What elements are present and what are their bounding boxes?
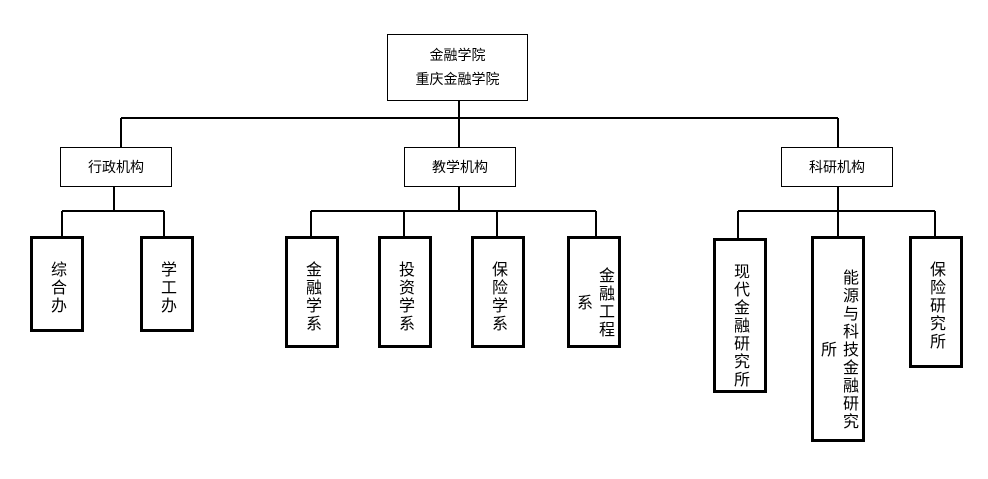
- admin-branch-node: 行政机构: [60, 147, 172, 187]
- research-unit-node: 能源与科技金融研究所: [811, 236, 865, 442]
- admin-unit-node: 综合办: [30, 236, 84, 332]
- root-line-2: 重庆金融学院: [415, 71, 500, 88]
- unit-label: 金融学系: [303, 261, 322, 333]
- teaching-unit-node: 金融工程系: [567, 236, 621, 348]
- unit-label: 保险学系: [489, 261, 508, 333]
- research-unit-node: 现代金融研究所: [713, 238, 767, 393]
- unit-label: 综合办: [48, 261, 67, 315]
- unit-label: 金融工程系: [574, 267, 615, 339]
- unit-label: 现代金融研究所: [731, 263, 750, 389]
- unit-label: 保险研究所: [927, 261, 946, 351]
- teaching-unit-node: 投资学系: [378, 236, 432, 348]
- teaching-branch-node: 教学机构: [404, 147, 516, 187]
- admin-unit-node: 学工办: [140, 236, 194, 332]
- teaching-unit-node: 金融学系: [285, 236, 339, 348]
- unit-label: 能源与科技金融研究所: [818, 269, 859, 431]
- unit-label: 投资学系: [396, 261, 415, 333]
- root-line-1: 金融学院: [429, 47, 486, 64]
- unit-label: 学工办: [158, 261, 177, 315]
- root-node: 金融学院 重庆金融学院: [387, 34, 528, 101]
- teaching-unit-node: 保险学系: [471, 236, 525, 348]
- research-branch-node: 科研机构: [781, 147, 893, 187]
- research-unit-node: 保险研究所: [909, 236, 963, 368]
